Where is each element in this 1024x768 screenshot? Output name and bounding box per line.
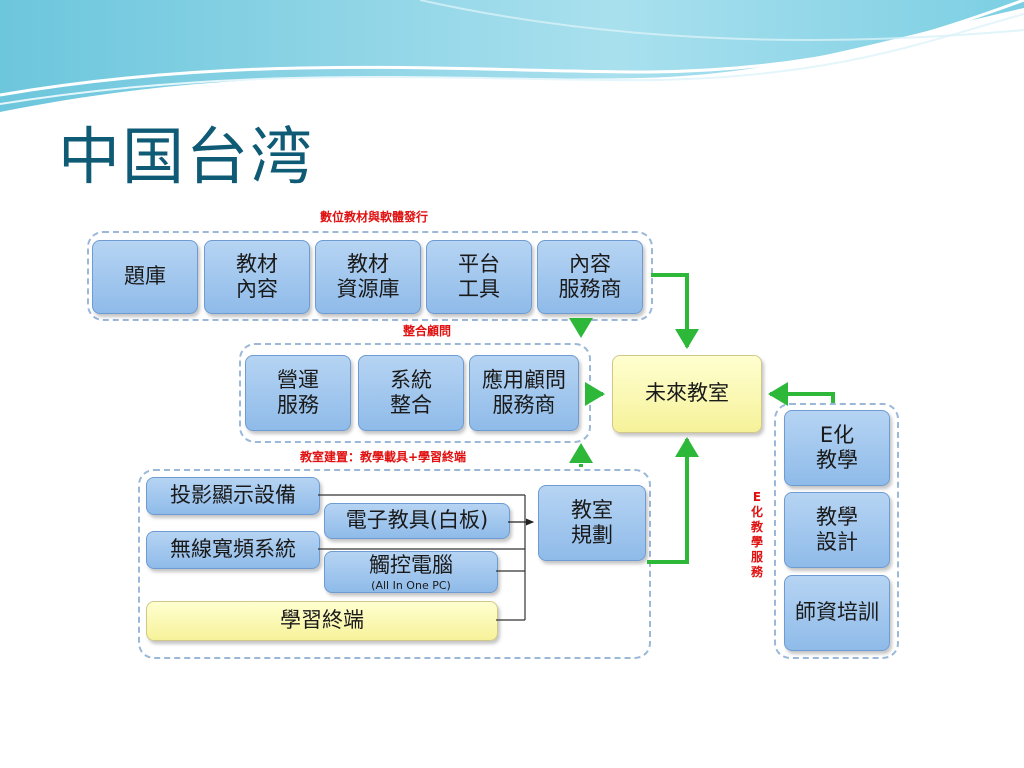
touch-computer-sublabel: (All In One PC) (371, 578, 451, 592)
slide-title: 中国台湾 (58, 120, 315, 193)
box-teacher-training: 師資培訓 (784, 575, 890, 651)
label-digital-content: 數位教材與軟體發行 (320, 210, 429, 224)
box-touch-computer: 觸控電腦 (All In One PC) (324, 551, 498, 593)
box-teaching-content: 教材 內容 (204, 240, 310, 314)
box-teaching-resource-library: 教材 資源庫 (315, 240, 421, 314)
box-question-bank: 題庫 (92, 240, 198, 314)
box-projection-display: 投影顯示設備 (146, 477, 320, 515)
arrow-right-to-center (768, 382, 835, 406)
box-wireless-broadband: 無線寬頻系統 (146, 531, 320, 569)
box-classroom-planning: 教室 規劃 (538, 485, 646, 561)
label-classroom-construction: 教室建置：教學載具+學習終端 (300, 450, 467, 464)
box-platform-tools: 平台 工具 (426, 240, 532, 314)
header-wave-decoration (0, 0, 1024, 112)
touch-computer-label: 觸控電腦 (369, 553, 453, 578)
box-future-classroom: 未來教室 (612, 355, 762, 433)
e-teaching-service-group (774, 403, 899, 659)
arrow-top-to-center (651, 273, 699, 349)
box-content-service-provider: 內容 服務商 (537, 240, 643, 314)
arrow-bottom-to-center (647, 437, 699, 564)
label-integration-consulting: 整合顧問 (403, 324, 452, 338)
box-system-integration: 系統 整合 (358, 355, 464, 431)
box-learning-terminal: 學習終端 (146, 601, 498, 641)
ecosystem-diagram: 數位教材與軟體發行 整合顧問 教室建置：教學載具+學習終端 E化教學服務 題庫 … (87, 205, 913, 663)
box-teaching-design: 教學 設計 (784, 492, 890, 568)
box-operation-service: 營運 服務 (245, 355, 351, 431)
box-electronic-whiteboard: 電子教具(白板) (324, 503, 510, 539)
box-application-consultant: 應用顧問 服務商 (469, 355, 579, 431)
label-e-teaching-service: E化教學服務 (750, 490, 763, 579)
box-e-teaching: E化 教學 (784, 410, 890, 486)
connector-arrows (318, 273, 835, 621)
